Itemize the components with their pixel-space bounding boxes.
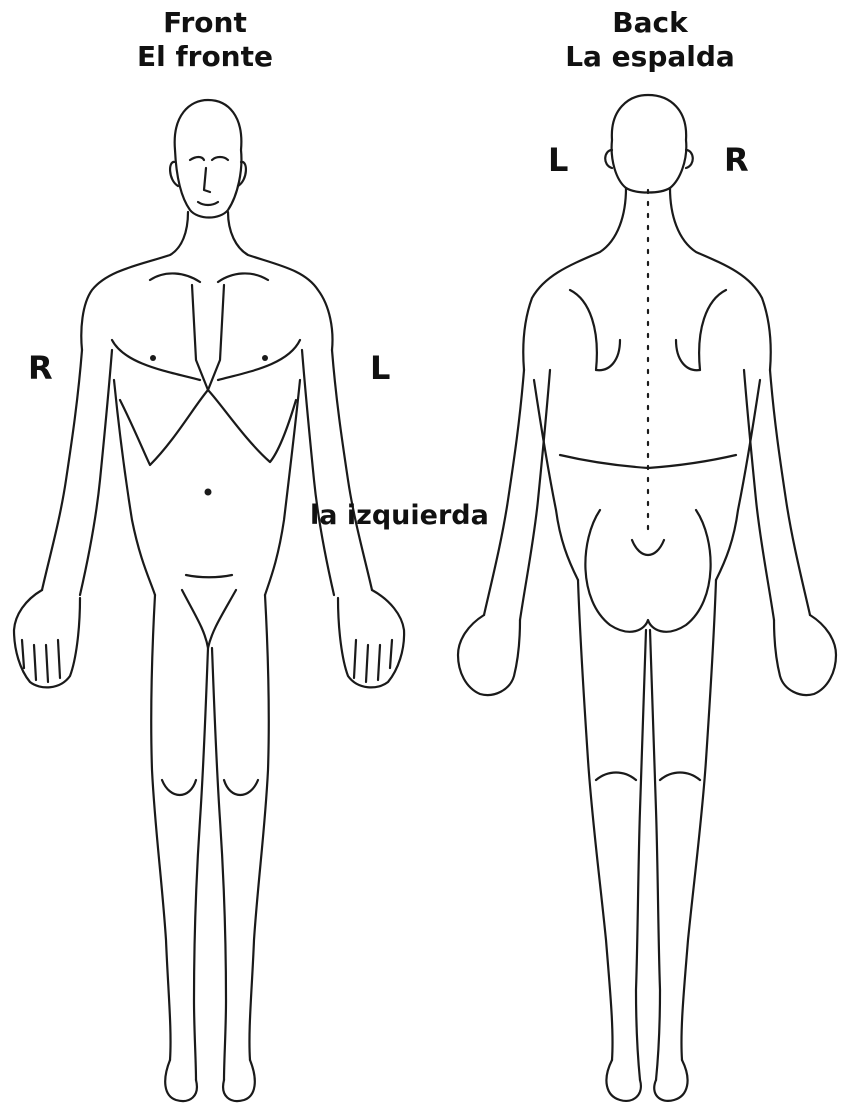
- front-ears: [170, 162, 246, 186]
- back-right-side-label: R: [724, 144, 749, 176]
- front-groin: [182, 575, 236, 648]
- front-left-hand: [338, 590, 404, 687]
- back-body-figure: [458, 95, 836, 1101]
- front-left-side-label: L: [370, 352, 390, 384]
- back-feet: [606, 1060, 687, 1101]
- front-left-arm: [302, 350, 372, 595]
- back-left-arm: [744, 370, 810, 620]
- back-ears: [605, 150, 693, 168]
- back-right-hand: [458, 615, 520, 695]
- front-nipple-left: [262, 355, 268, 361]
- front-ribcage: [120, 390, 296, 465]
- back-right-leg: [578, 580, 646, 1080]
- back-head: [612, 95, 687, 193]
- front-right-hand: [14, 590, 80, 687]
- back-left-leg: [650, 580, 716, 1080]
- front-body-figure: [14, 100, 404, 1101]
- front-navel: [205, 489, 212, 496]
- front-torso-sides: [114, 380, 300, 595]
- front-clavicles: [150, 273, 268, 282]
- front-feet: [165, 1060, 255, 1101]
- front-pecs: [112, 340, 300, 380]
- back-right-arm: [484, 370, 550, 620]
- back-knees: [596, 773, 700, 781]
- front-sternum: [192, 285, 224, 390]
- front-right-leg: [151, 595, 208, 1080]
- front-face: [190, 157, 228, 205]
- front-neck-shoulders: [81, 212, 332, 350]
- left-spanish-label: la izquierda: [310, 500, 489, 531]
- back-left-hand: [774, 615, 836, 695]
- front-knees: [162, 780, 258, 795]
- back-left-side-label: L: [548, 144, 568, 176]
- front-head: [175, 100, 242, 218]
- front-left-leg: [212, 595, 269, 1080]
- front-right-side-label: R: [28, 352, 53, 384]
- front-nipple-right: [150, 355, 156, 361]
